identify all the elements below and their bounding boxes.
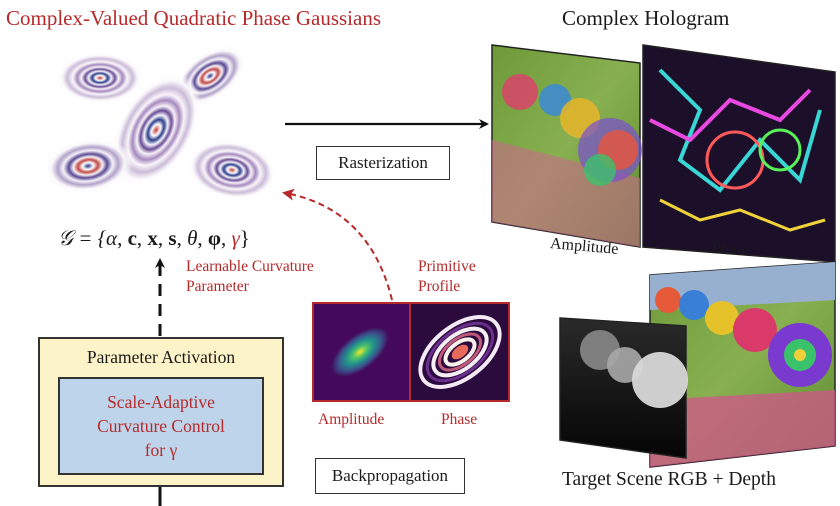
gaussian-primitive-3 <box>110 73 202 187</box>
parameter-set-formula: 𝒢 = {α, c, x, s, θ, φ, γ} <box>58 226 250 251</box>
formula-sep: , <box>136 226 148 250</box>
formula-alpha: α <box>106 226 118 250</box>
formula-gamma: γ <box>231 226 240 250</box>
formula-sep: , <box>197 226 208 250</box>
formula-sep: , <box>157 226 169 250</box>
gaussian-primitive-1 <box>56 52 144 104</box>
formula-c: c <box>127 226 137 250</box>
scale-adaptive-line3: for γ <box>144 440 178 460</box>
primitive-label: Primitive <box>418 258 476 275</box>
curvature-feedback-arrow <box>282 188 393 301</box>
backpropagation-box: Backpropagation <box>315 458 465 494</box>
formula-phi: φ <box>207 226 222 250</box>
formula-close: } <box>239 226 250 250</box>
rasterization-box: Rasterization <box>316 146 450 180</box>
target-depth-image <box>559 317 688 459</box>
profile-phase-label: Phase <box>441 411 478 428</box>
formula-s: s <box>168 226 177 250</box>
formula-sep: , <box>221 226 232 250</box>
profile-amplitude-image <box>312 302 411 402</box>
formula-x: x <box>147 226 158 250</box>
scale-adaptive-line1: Scale-Adaptive <box>107 392 215 412</box>
profile-amplitude-label: Amplitude <box>318 411 385 428</box>
gaussian-primitives <box>42 44 278 201</box>
gaussian-primitive-4 <box>42 137 134 195</box>
formula-theta: θ <box>187 226 198 250</box>
learnable-parameter-label: Parameter <box>186 278 249 295</box>
parameter-activation-title: Parameter Activation <box>86 347 236 367</box>
main-title: Complex-Valued Quadratic Phase Gaussians <box>6 6 381 30</box>
formula-sep: , <box>176 226 188 250</box>
profile-phase-image <box>409 302 510 402</box>
scale-adaptive-box: Scale-Adaptive Curvature Control for γ <box>58 377 264 475</box>
hologram-title: Complex Hologram <box>562 6 730 30</box>
profile-label: Profile <box>418 278 461 295</box>
formula-sep: , <box>117 226 128 250</box>
scale-adaptive-line2: Curvature Control <box>97 416 225 436</box>
target-scene-label: Target Scene RGB + Depth <box>562 469 776 490</box>
hologram-phase-image <box>642 44 836 263</box>
formula-lhs: 𝒢 = { <box>58 226 107 250</box>
learnable-curvature-label: Learnable Curvature <box>186 258 314 275</box>
hologram-phase-label: Phase <box>711 239 751 260</box>
hologram-amplitude-image <box>491 44 642 248</box>
parameter-activation-box: Parameter Activation Scale-Adaptive Curv… <box>38 337 284 487</box>
gaussian-primitive-5 <box>186 139 278 201</box>
